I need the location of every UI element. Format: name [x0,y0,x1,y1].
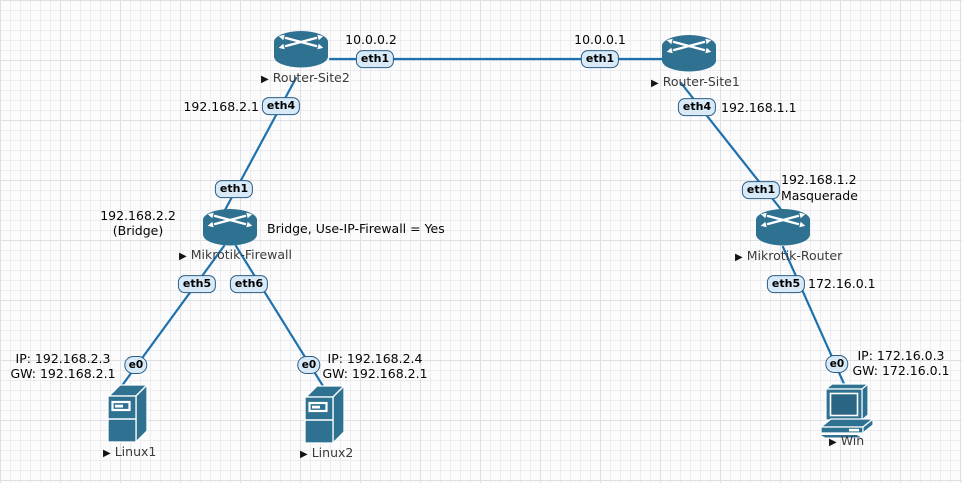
annotation-mikrotik-router-ip[interactable]: 192.168.1.2 Masquerade [781,172,858,204]
port-badge-firewall-eth1[interactable]: eth1 [214,180,254,198]
port-badge-routersite2-eth1[interactable]: eth1 [355,50,395,68]
node-label-text: Router-Site2 [272,70,350,85]
node-label-text: Mikrotik-Router [746,248,843,263]
annotation-win-addressing[interactable]: IP: 172.16.0.3 GW: 172.16.0.1 [852,348,950,378]
server-icon [304,384,346,445]
play-triangle-icon: ▶ [651,78,659,89]
node-label-text: Win [840,433,865,448]
port-badge-win-e0[interactable]: e0 [825,354,849,374]
node-label-text: Mikrotik-Firewall [190,247,292,262]
node-win[interactable] [819,381,875,441]
annotation-site2-lan-ip[interactable]: 192.168.2.1 [183,99,259,114]
play-triangle-icon: ▶ [829,437,837,448]
node-mikrotik-router[interactable] [754,207,812,249]
pc-icon [819,382,875,439]
annotation-line: GW: 192.168.2.1 [10,365,116,381]
node-label-text: Linux1 [114,444,157,459]
port-badge-mikrotikrouter-eth1[interactable]: eth1 [741,181,781,199]
router-icon [274,31,328,68]
annotation-wan-ip-site1[interactable]: 10.0.0.1 [574,32,626,47]
node-label-linux2[interactable]: ▶Linux2 [300,446,353,461]
node-linux1[interactable] [106,383,150,445]
play-triangle-icon: ▶ [300,449,308,460]
node-label-text: Linux2 [311,445,354,460]
node-mikrotik-firewall[interactable] [201,207,259,249]
node-label-mikrotik-firewall[interactable]: ▶Mikrotik-Firewall [179,248,292,263]
annotation-line: GW: 192.168.2.1 [322,365,428,381]
port-badge-linux2-e0[interactable]: e0 [297,355,321,375]
router-icon [756,209,810,246]
port-badge-firewall-eth5[interactable]: eth5 [177,275,217,293]
port-badge-routersite1-eth1[interactable]: eth1 [580,50,620,68]
node-label-router-site1[interactable]: ▶Router-Site1 [651,75,740,90]
node-label-router-site2[interactable]: ▶Router-Site2 [261,71,350,86]
node-label-linux1[interactable]: ▶Linux1 [103,445,156,460]
port-badge-routersite1-eth4[interactable]: eth4 [677,98,717,116]
annotation-line: (Bridge) [112,223,164,238]
annotation-linux1-addressing[interactable]: IP: 192.168.2.3 GW: 192.168.2.1 [10,351,116,381]
node-label-text: Router-Site1 [662,74,740,89]
node-router-site2[interactable] [272,29,330,71]
annotation-firewall-ip[interactable]: 192.168.2.2 (Bridge) [100,208,176,238]
port-badge-mikrotikrouter-eth5[interactable]: eth5 [766,275,806,293]
annotation-line: IP: 192.168.2.4 [327,351,423,366]
server-icon [107,383,149,444]
port-badge-firewall-eth6[interactable]: eth6 [229,275,269,293]
play-triangle-icon: ▶ [179,251,187,262]
annotation-site1-lan-ip[interactable]: 192.168.1.1 [721,100,797,115]
annotation-line: 192.168.1.2 [781,172,857,187]
port-badge-linux1-e0[interactable]: e0 [124,355,148,375]
node-linux2[interactable] [303,384,347,446]
annotation-line: Masquerade [781,188,858,203]
annotation-line: IP: 172.16.0.3 [857,348,945,363]
annotation-linux2-addressing[interactable]: IP: 192.168.2.4 GW: 192.168.2.1 [322,351,428,381]
annotation-line: GW: 172.16.0.1 [852,362,950,378]
play-triangle-icon: ▶ [735,252,743,263]
annotation-line: 192.168.2.2 [100,208,176,223]
play-triangle-icon: ▶ [261,74,269,85]
node-label-win[interactable]: ▶Win [829,434,864,449]
annotation-line: IP: 192.168.2.3 [15,351,111,366]
play-triangle-icon: ▶ [103,448,111,459]
annotation-wan-ip-site2[interactable]: 10.0.0.2 [345,32,397,47]
annotation-firewall-note[interactable]: Bridge, Use-IP-Firewall = Yes [267,221,445,236]
node-router-site1[interactable] [660,33,718,75]
router-icon [662,35,716,72]
port-badge-routersite2-eth4[interactable]: eth4 [261,97,301,115]
router-icon [203,209,257,246]
annotation-mikrotik-router-lan-ip[interactable]: 172.16.0.1 [808,276,876,291]
node-label-mikrotik-router[interactable]: ▶Mikrotik-Router [735,249,842,264]
